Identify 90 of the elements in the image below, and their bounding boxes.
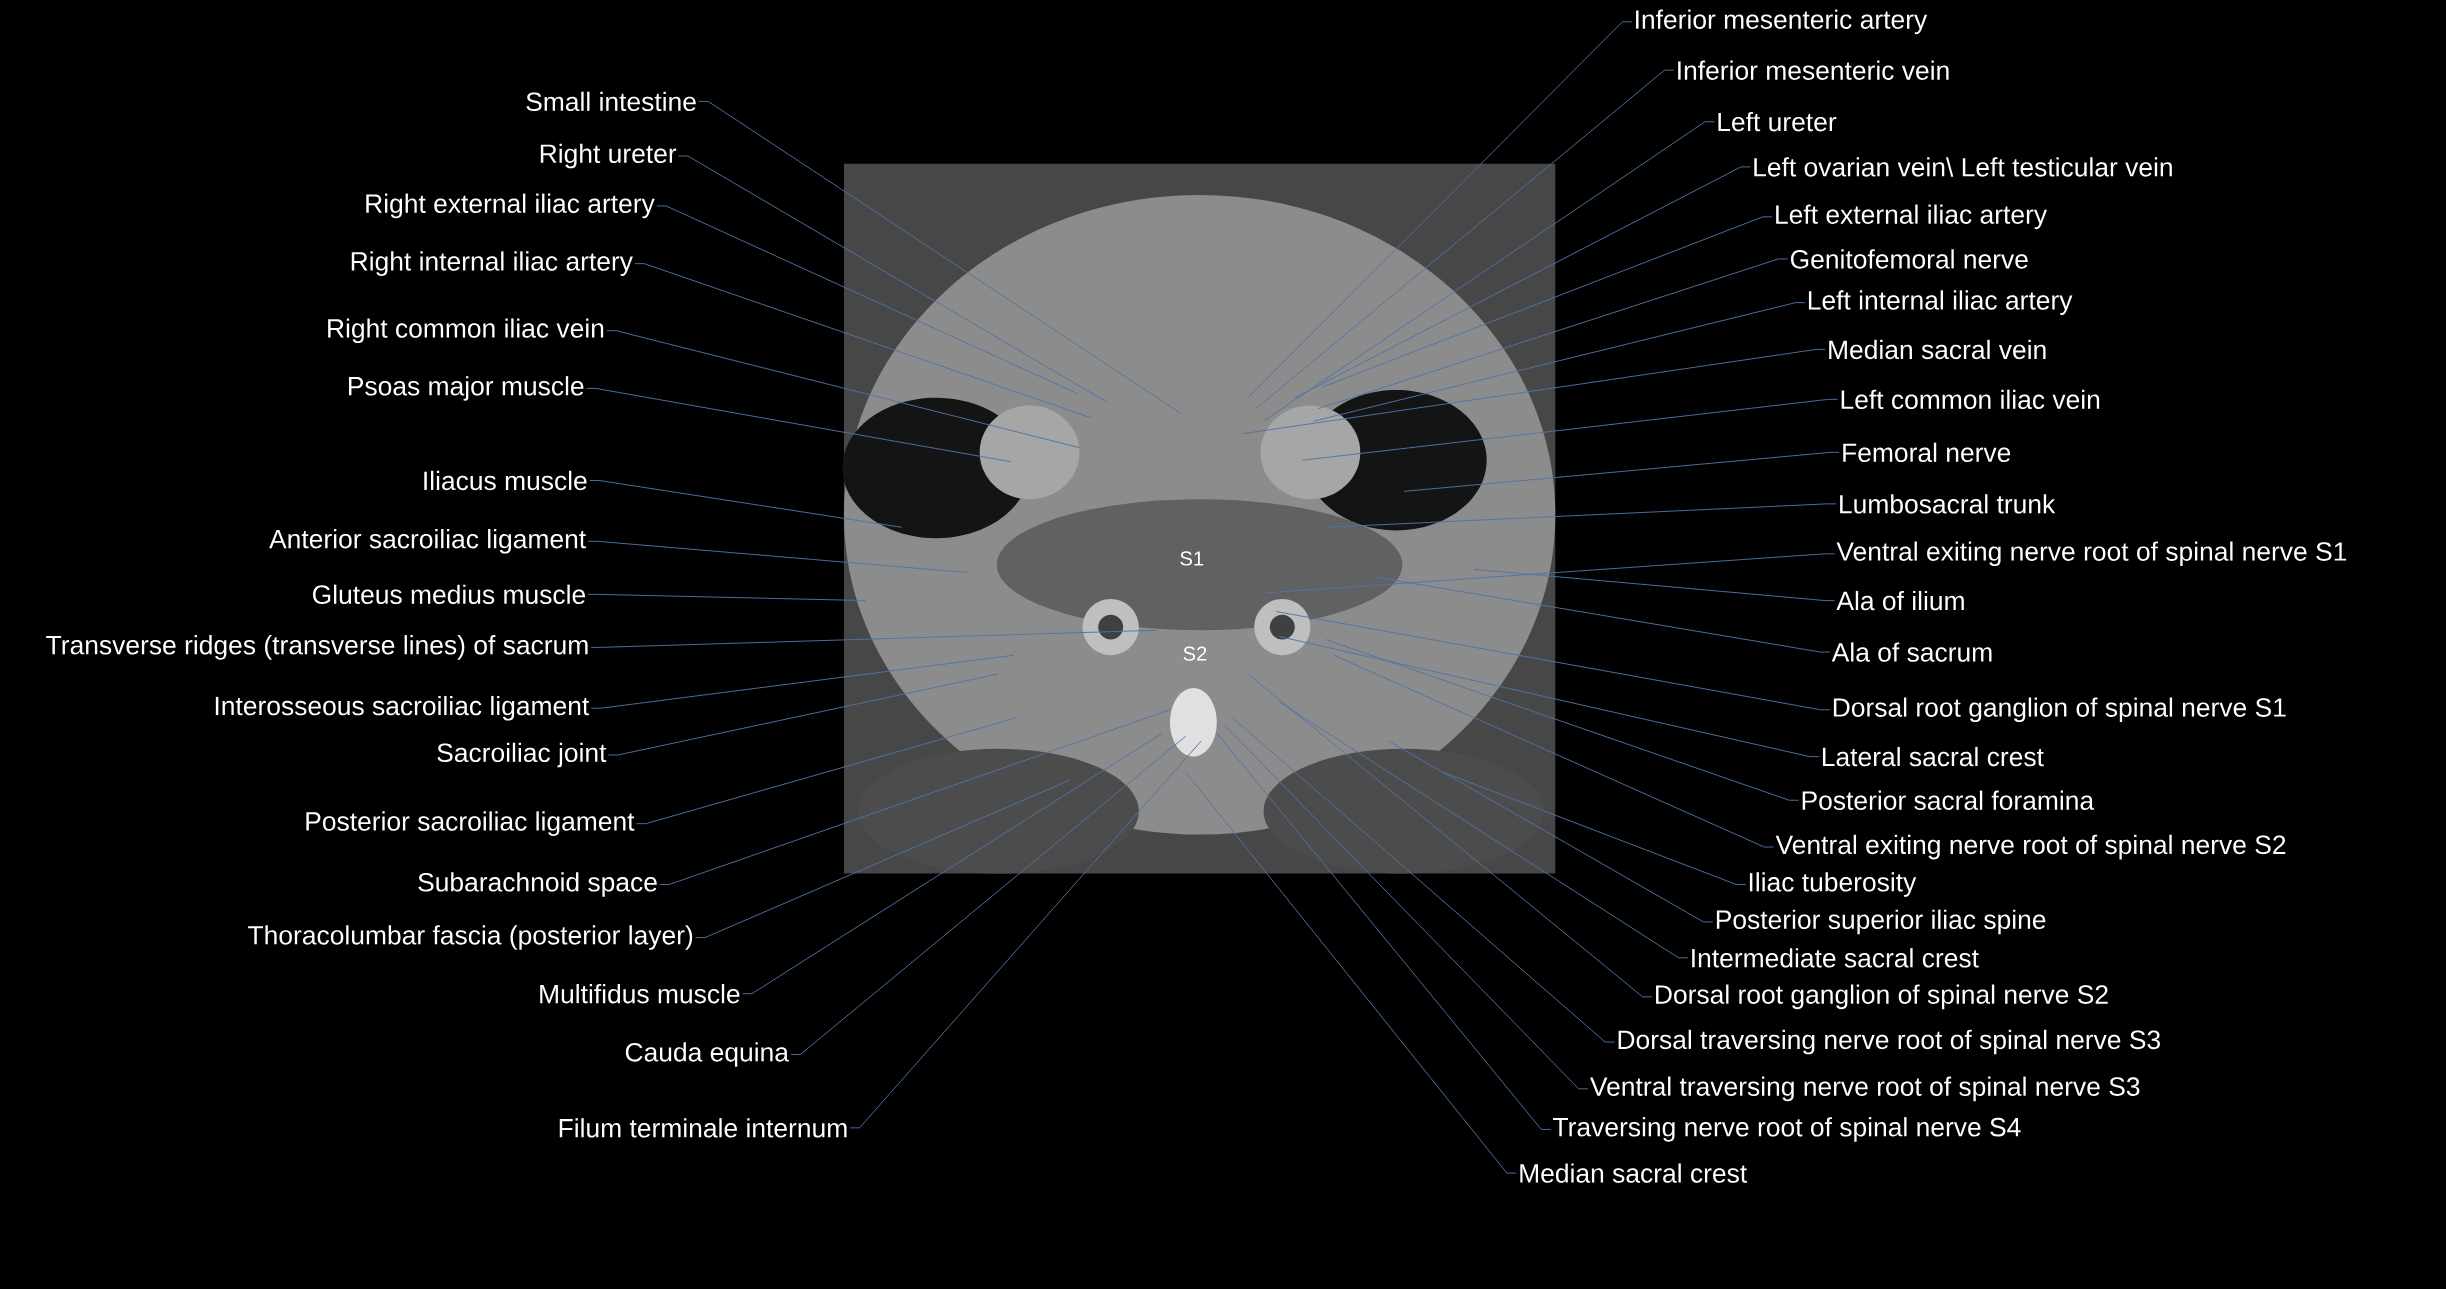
leader-line (634, 263, 1093, 419)
vertebra-label: S1 (1180, 551, 1204, 566)
leader-line (1294, 166, 1751, 399)
structure-label: Left common iliac vein (1841, 389, 2100, 410)
leader-line (849, 740, 1202, 1129)
structure-label: Left ureter (1718, 112, 1837, 132)
leader-line (587, 541, 968, 574)
structure-label: Gluteus medius muscle (313, 584, 585, 605)
structure-label: Right common iliac vein (328, 318, 604, 344)
leader-line (1266, 553, 1835, 594)
structure-label: Right external iliac artery (366, 193, 655, 219)
leader-line (742, 732, 1163, 995)
leader-line (698, 101, 1182, 415)
structure-label: Dorsal traversing nerve root of spinal nerve S3 (1618, 1030, 2160, 1055)
structure-label: Anterior sacroiliac ligament (269, 529, 586, 554)
structure-label: Multifidus muscle (540, 984, 740, 1004)
structure-label: Sacroiliac joint (437, 742, 607, 768)
leader-line (1387, 740, 1714, 923)
leader-line (607, 673, 999, 756)
leader-line (1216, 732, 1552, 1131)
leader-line (606, 330, 1080, 449)
structure-label: Median sacral vein (1829, 340, 2046, 360)
leader-line (695, 779, 1071, 939)
structure-label: Left internal iliac artery (1808, 290, 2073, 316)
structure-label: Ventral exiting nerve root of spinal nerve S2 (1775, 835, 2286, 860)
structure-label: Intermediate sacral crest (1692, 948, 1979, 968)
leader-line (590, 654, 1015, 709)
leader-line (1263, 121, 1715, 422)
structure-label: Left external iliac artery (1776, 204, 2048, 230)
leader-line (1185, 771, 1517, 1174)
leader-line (1473, 569, 1835, 602)
structure-label: Posterior sacroiliac ligament (306, 811, 635, 837)
structure-label: Inferior mesenteric vein (1678, 60, 1949, 81)
structure-label: Lumbosacral trunk (1840, 494, 2056, 514)
leader-line (1278, 701, 1689, 959)
structure-label: Psoas major muscle (349, 376, 584, 401)
leader-line (1317, 258, 1789, 410)
structure-label: Inferior mesenteric artery (1636, 9, 1928, 35)
leader-line (589, 480, 903, 528)
structure-label: Posterior superior iliac spine (1716, 909, 2046, 935)
leader-line (1322, 216, 1773, 388)
leader-line (1247, 21, 1633, 399)
structure-label: Ala of sacrum (1831, 642, 1992, 662)
structure-label: Ventral exiting nerve root of spinal nerve S1 (1836, 541, 2347, 567)
structure-label: Genitofemoral nerve (1790, 249, 2028, 269)
structure-label: Right ureter (540, 143, 677, 169)
structure-label: Transverse ridges (transverse lines) of sacrum (46, 635, 588, 660)
structure-label: Femoral nerve (1843, 442, 2011, 463)
structure-label: Left ovarian vein\ Left testicular vein (1754, 157, 2172, 177)
leader-line (1333, 654, 1775, 848)
vertebra-label: S2 (1183, 646, 1207, 661)
leader-line (1442, 771, 1747, 886)
leader-line (1325, 639, 1800, 801)
leader-line (1313, 302, 1806, 422)
leader-line (587, 594, 867, 602)
leader-line (790, 736, 1187, 1056)
structure-label: Iliacus muscle (424, 471, 587, 491)
structure-label: Filum terminale internum (559, 1118, 847, 1138)
structure-label: Thoracolumbar fascia (posterior layer) (248, 925, 693, 951)
leader-line (678, 155, 1109, 404)
structure-label: Small intestine (526, 91, 696, 112)
leader-line (1224, 725, 1589, 1090)
structure-label: Dorsal root ganglion of spinal nerve S1 (1833, 697, 2286, 723)
leader-line (1278, 636, 1820, 758)
leader-line (1231, 717, 1616, 1043)
structure-label: Interosseous sacroiliac ligament (215, 696, 590, 721)
leader-line (1247, 673, 1653, 998)
structure-label: Right internal iliac artery (351, 251, 633, 277)
structure-label: Traversing nerve root of spinal nerve S4 (1553, 1117, 2021, 1142)
leader-line (1375, 576, 1831, 653)
leader-line (659, 709, 1171, 886)
leader-line (1302, 399, 1839, 461)
leader-line (656, 205, 1077, 394)
leader-line (1255, 69, 1675, 410)
leader-line (590, 630, 1158, 649)
leader-line (1403, 452, 1840, 493)
structure-label: Cauda equina (625, 1042, 789, 1068)
leader-line (586, 388, 1012, 463)
leader-line (1325, 503, 1837, 528)
structure-label: Dorsal root ganglion of spinal nerve S2 (1656, 984, 2108, 1010)
structure-label: Ventral traversing nerve root of spinal nerve S3 (1590, 1076, 2140, 1102)
structure-label: Iliac tuberosity (1749, 872, 1917, 898)
leader-line (1275, 611, 1831, 711)
structure-label: Lateral sacral crest (1822, 747, 2044, 767)
structure-label: Median sacral crest (1520, 1163, 1747, 1184)
structure-label: Subarachnoid space (418, 872, 657, 898)
leader-line (1242, 349, 1826, 435)
leader-line (636, 717, 1018, 825)
structure-label: Ala of ilium (1836, 591, 1964, 611)
structure-label: Posterior sacral foramina (1802, 790, 2095, 811)
